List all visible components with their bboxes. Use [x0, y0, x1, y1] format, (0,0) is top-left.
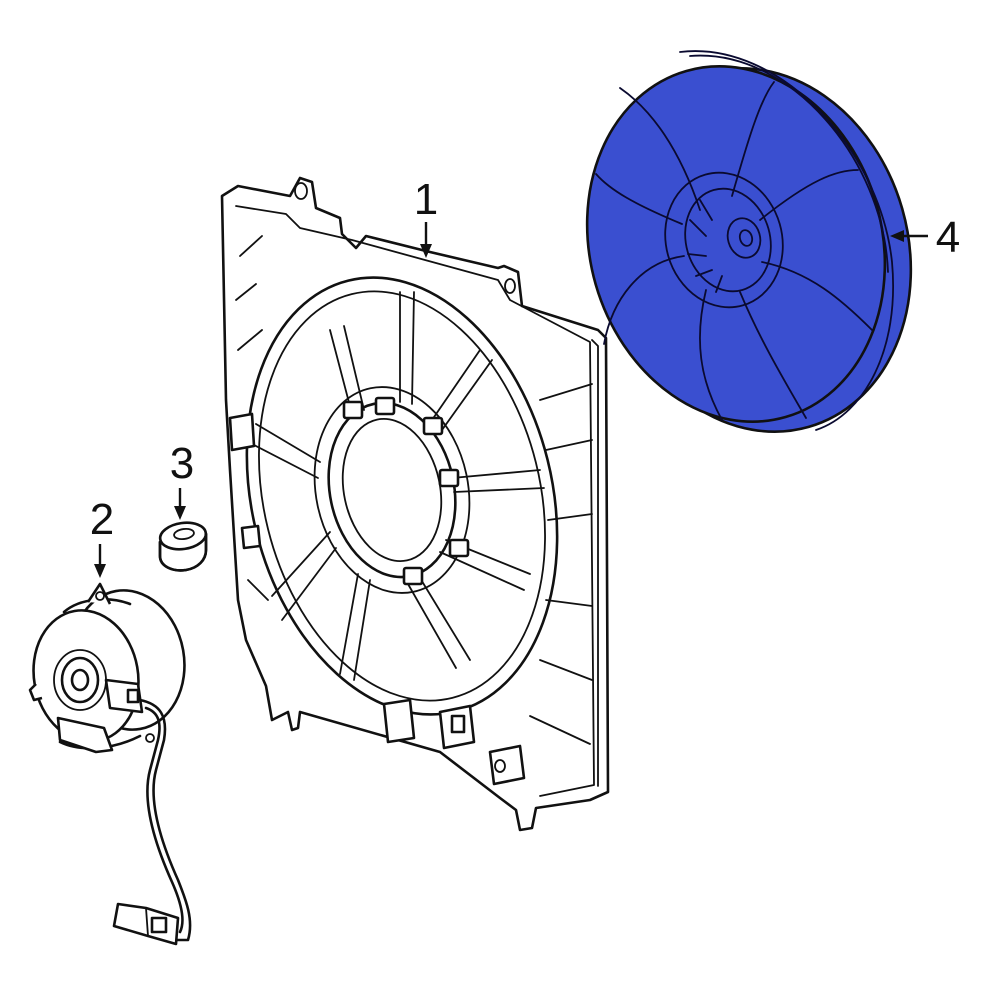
callout-1-label: 1 [414, 175, 438, 224]
callout-2-label: 2 [90, 495, 114, 544]
callout-3: 3 [170, 439, 194, 520]
callout-1: 1 [414, 175, 438, 258]
callout-3-label: 3 [170, 439, 194, 488]
shroud-part[interactable] [203, 176, 610, 832]
callout-4-label: 4 [936, 213, 960, 262]
callout-2: 2 [90, 495, 114, 578]
callout-4: 4 [890, 213, 960, 262]
fan-blade-part[interactable] [546, 31, 953, 468]
motor-part[interactable] [23, 581, 195, 946]
bushing-part[interactable] [158, 520, 208, 572]
